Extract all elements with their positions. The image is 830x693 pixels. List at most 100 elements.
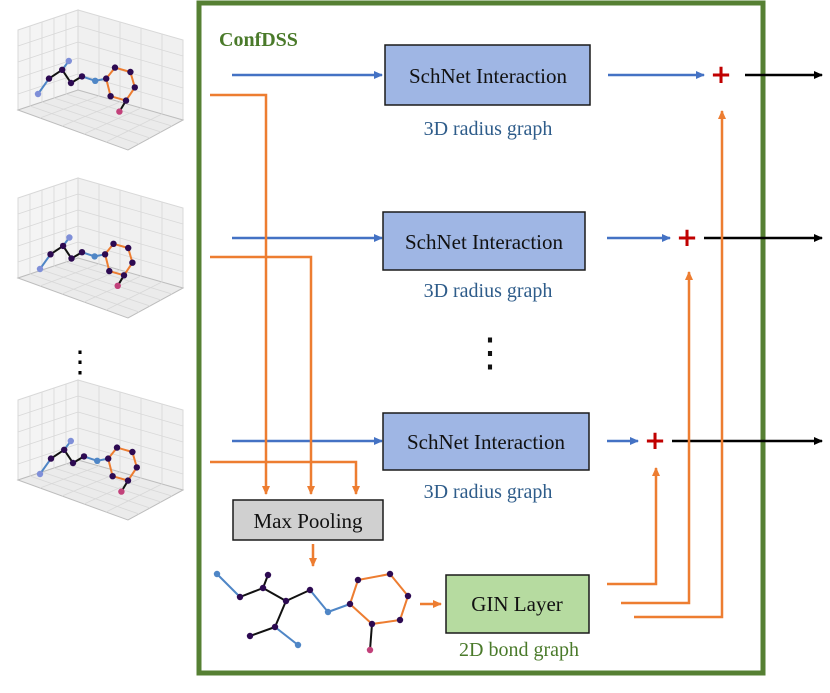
atom — [131, 84, 138, 91]
atom — [124, 477, 132, 484]
grid-line — [53, 97, 162, 133]
grid-line — [53, 265, 162, 301]
grid-line — [29, 273, 140, 313]
atom — [294, 641, 302, 649]
atom — [59, 66, 66, 74]
atom — [354, 576, 362, 584]
bond — [357, 573, 391, 581]
atom — [324, 608, 332, 616]
atom — [404, 592, 412, 600]
pool-feed-2 — [210, 255, 315, 495]
grid-line — [17, 209, 79, 231]
bond — [371, 619, 401, 625]
atom — [133, 464, 140, 471]
atom — [107, 93, 114, 100]
atom — [106, 267, 113, 275]
grid-line — [17, 25, 79, 47]
atom — [125, 244, 132, 252]
grid-line — [17, 427, 79, 449]
grid-line — [77, 225, 184, 257]
grid-line — [65, 261, 173, 295]
atom — [65, 57, 73, 65]
schnet-block-1-label: SchNet Interaction — [409, 64, 568, 88]
atom — [129, 448, 136, 456]
grid-line — [77, 209, 184, 241]
pool-feed-1 — [210, 93, 270, 495]
grid-line — [41, 269, 151, 307]
atom — [105, 455, 112, 462]
atom — [80, 453, 88, 460]
bond — [216, 573, 241, 598]
atom — [47, 251, 54, 258]
grid-line — [17, 41, 79, 63]
conformer-plot-2 — [16, 177, 185, 319]
grid-line — [39, 95, 100, 119]
grid-line — [17, 411, 79, 433]
atom — [36, 470, 44, 478]
atom — [34, 90, 42, 98]
atom — [66, 234, 73, 241]
bond-graph-2d — [213, 570, 412, 654]
atom — [113, 444, 121, 451]
bond — [327, 603, 351, 613]
atom — [246, 632, 254, 640]
grid-line — [17, 395, 79, 417]
atom — [114, 282, 121, 289]
grid-line — [77, 411, 184, 443]
atom — [60, 446, 68, 453]
atom — [368, 620, 376, 628]
bond — [369, 623, 373, 651]
atom — [92, 77, 99, 85]
grid-line — [105, 113, 163, 143]
pool-feed-3 — [210, 460, 360, 495]
atom — [109, 473, 116, 480]
grid-line — [77, 25, 184, 57]
grid-line — [29, 105, 140, 145]
gin-layer-caption: 2D bond graph — [459, 639, 579, 661]
grid-line — [77, 193, 184, 225]
atom — [110, 240, 117, 247]
atom — [111, 64, 119, 71]
grid-line — [65, 463, 173, 497]
atom — [67, 437, 75, 445]
gin-layer-label: GIN Layer — [471, 592, 563, 616]
grid-line — [61, 101, 121, 127]
framework-title: ConfDSS — [219, 29, 298, 51]
atom — [91, 253, 98, 260]
atom — [213, 570, 221, 578]
bond — [239, 587, 264, 598]
atom — [103, 75, 110, 82]
atom — [59, 242, 67, 250]
atom — [118, 488, 125, 495]
atom — [116, 108, 123, 115]
grid-line — [77, 395, 184, 427]
atom — [271, 623, 279, 631]
schnet-block-2 — [382, 211, 586, 271]
gin-to-plus-1 — [634, 110, 726, 619]
sum-plus-2: + — [676, 223, 698, 253]
schnet-block-1 — [384, 44, 591, 106]
bond — [309, 589, 329, 613]
grid-line — [83, 477, 142, 505]
atom — [259, 584, 267, 592]
atom — [69, 459, 77, 467]
atom — [67, 79, 75, 87]
atom — [386, 570, 394, 578]
bond — [399, 595, 409, 621]
atom — [78, 73, 86, 80]
conformer-ellipsis: ⋮ — [65, 346, 95, 379]
grid-line — [77, 443, 184, 475]
grid-line — [77, 41, 184, 73]
atom — [127, 68, 134, 76]
bond — [285, 589, 311, 602]
schnet-block-2-caption: 3D radius graph — [424, 280, 553, 302]
confdss-frame — [196, 0, 766, 676]
grid-line — [39, 263, 100, 287]
grid-line — [39, 465, 100, 489]
bond — [274, 626, 299, 646]
grid-line — [41, 101, 151, 139]
atom — [236, 593, 244, 601]
schnet-block-2-label: SchNet Interaction — [405, 230, 564, 254]
